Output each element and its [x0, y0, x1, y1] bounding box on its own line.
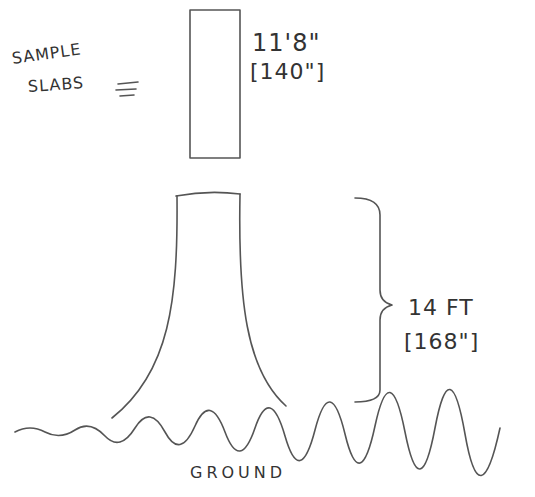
length-dimension: 11'8" [252, 30, 320, 56]
slab-marks [116, 82, 138, 96]
stump-top [176, 192, 240, 196]
stump-right-side [240, 194, 286, 406]
ground-line [15, 389, 500, 475]
sample-note: SLABS [27, 74, 84, 95]
log-section [190, 10, 240, 158]
height-dimension: 14 FT [408, 296, 474, 320]
stump-left-side [112, 196, 177, 418]
sample-note: SAMPLE [11, 40, 83, 67]
height-inches: [168"] [404, 330, 479, 354]
height-bracket [355, 198, 392, 402]
length-inches: [140"] [250, 60, 325, 84]
ground-label: GROUND [190, 464, 286, 482]
